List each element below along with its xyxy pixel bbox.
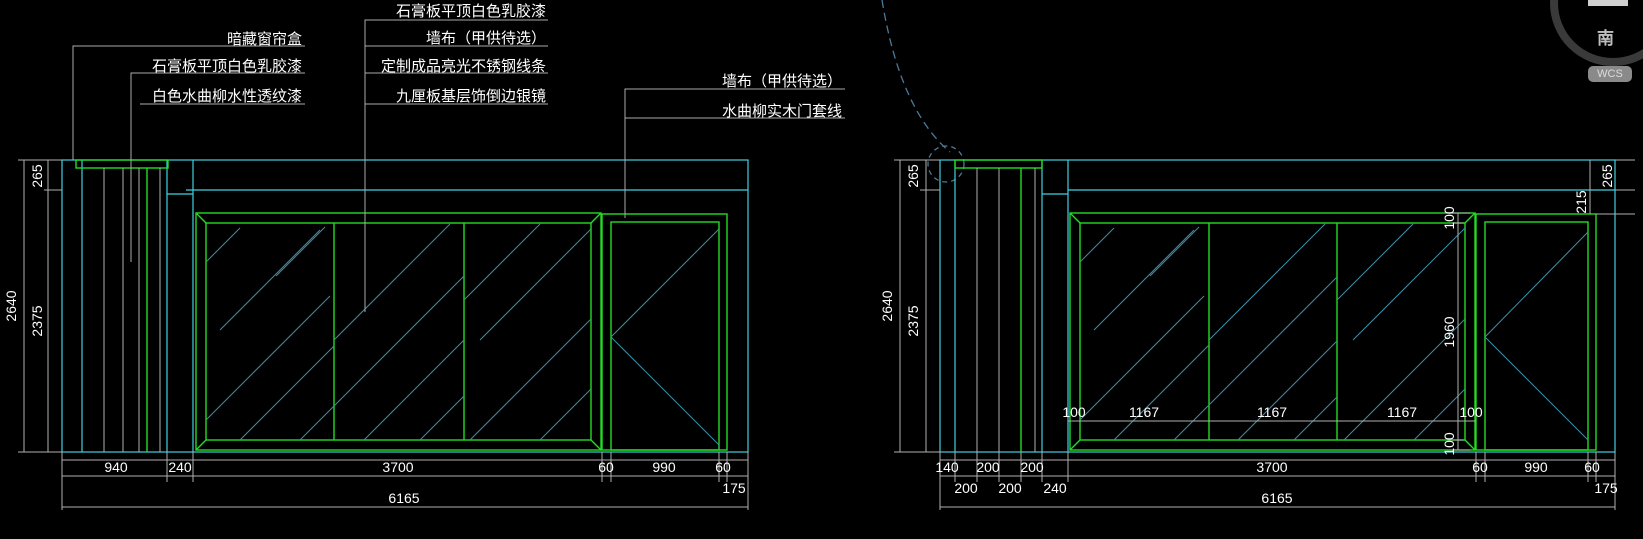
callout-gypsum-ceiling-2: 石膏板平顶白色乳胶漆 [396,2,546,20]
left-dim-ceiling-drop: 265 [29,164,45,188]
right-dim-r2-1: 200 [998,480,1022,496]
callout-wallcloth-2: 墙布（甲供待选） [722,72,842,90]
right-dim-w1: 200 [976,459,1000,475]
left-dim-total-width: 6165 [388,490,419,506]
right-dim-r2-3: 175 [1594,480,1618,496]
right-dim-w0: 140 [935,459,959,475]
right-dim-w3: 3700 [1256,459,1287,475]
right-dim-w5: 990 [1524,459,1548,475]
callout-steel-trim: 定制成品亮光不锈钢线条 [381,57,546,75]
left-dim-w0: 940 [104,459,128,475]
right-mirror-frame [1069,212,1476,451]
left-mirror-hatch [205,223,592,441]
left-wall-outline [61,159,749,453]
left-dim-overall-height: 2640 [3,290,19,321]
right-mirror-hatch [1079,223,1466,441]
detail-marker-circle[interactable] [927,145,965,183]
right-dim-panel-0: 100 [1062,404,1086,420]
left-elevation [61,159,749,453]
right-wall-outline [939,159,1616,453]
door-swing-arc [881,0,951,153]
right-dim-ceiling-drop-left: 265 [905,164,921,188]
left-door-frame [601,213,728,451]
left-leaders [72,19,845,312]
right-dim-w6: 60 [1584,459,1600,475]
right-dim-overall-height: 2640 [879,290,895,321]
right-dim-w4: 60 [1472,459,1488,475]
right-dim-r2-2: 240 [1043,480,1067,496]
left-dim-clear-height: 2375 [29,305,45,336]
right-dimension-lines [894,159,1635,510]
right-dim-mirror-height: 1960 [1441,316,1457,347]
left-dim-w5: 60 [715,459,731,475]
wcs-button[interactable]: WCS [1588,66,1632,82]
callout-curtain-box: 暗藏窗帘盒 [227,30,302,48]
right-dim-r2-0: 200 [954,480,978,496]
callout-ash-veneer: 白色水曲柳水性透纹漆 [152,87,302,105]
right-elevation [939,159,1616,453]
right-dim-ceiling-drop-right: 265 [1599,164,1615,188]
right-dim-mirror-top-gap: 100 [1441,206,1457,230]
viewcube-box[interactable] [1588,0,1628,6]
right-dim-total-width: 6165 [1261,490,1292,506]
left-curtain-box [75,159,169,169]
right-dim-mirror-bottom-gap: 100 [1441,432,1457,456]
left-dim-extra-right: 175 [722,480,746,496]
left-dim-w1: 240 [168,459,192,475]
left-dimension-lines [18,159,749,510]
right-dim-panel-1: 1167 [1129,404,1159,420]
right-dim-w2: 200 [1020,459,1044,475]
callout-gypsum-ceiling: 石膏板平顶白色乳胶漆 [152,57,302,75]
right-door-frame [1475,213,1597,451]
right-dim-panel-2: 1167 [1257,404,1287,420]
callout-door-casing: 水曲柳实木门套线 [722,102,842,120]
right-dim-header: 215 [1573,190,1589,214]
right-dim-panel-3: 1167 [1387,404,1417,420]
left-dim-w2: 3700 [382,459,413,475]
left-mirror-frame [195,212,602,451]
left-dim-w4: 990 [652,459,676,475]
callout-wallcloth: 墙布（甲供待选） [426,29,546,47]
compass-direction-label[interactable]: 南 [1597,29,1614,49]
left-dim-w3: 60 [598,459,614,475]
right-dim-clear-height: 2375 [905,305,921,336]
right-dim-panel-4: 100 [1459,404,1483,420]
callout-silver-mirror: 九厘板基层饰倒边银镜 [396,87,546,105]
